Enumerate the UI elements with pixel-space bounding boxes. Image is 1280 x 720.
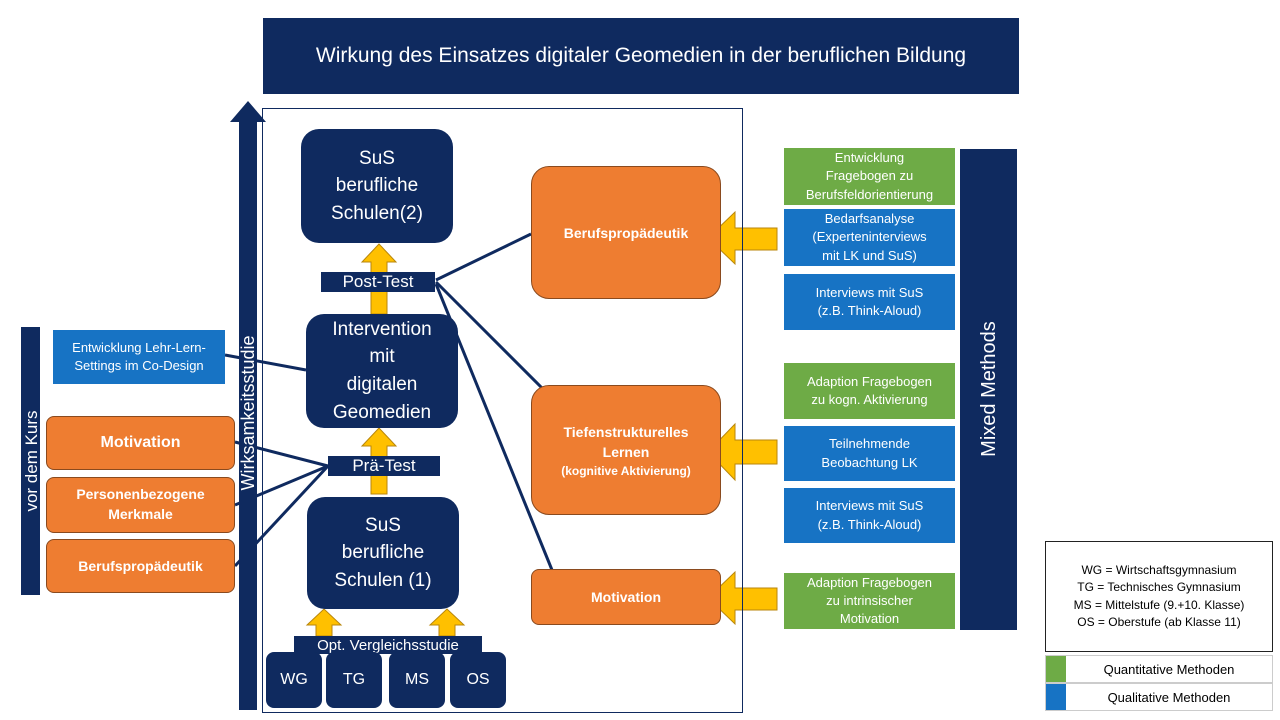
abbreviation-legend: WG = Wirtschaftsgymnasium TG = Technisch…	[1045, 541, 1273, 652]
group-box-tg: TG	[326, 652, 382, 708]
outcome-berufs-box: Berufspropädeutik	[531, 166, 721, 299]
tiefen-subtitle: (kognitive Aktivierung)	[561, 464, 691, 479]
left-berufs-box: Berufspropädeutik	[46, 539, 235, 593]
connector-codesign	[224, 353, 307, 372]
intervention-box: Intervention mit digitalen Geomedien	[306, 314, 458, 428]
method-fragebogen-kogn: Adaption Fragebogen zu kogn. Aktivierung	[784, 363, 955, 419]
method-fragebogen-motivation: Adaption Fragebogen zu intrinsischer Mot…	[784, 573, 955, 629]
legend-quant-label: Quantitative Methoden	[1103, 661, 1235, 677]
method-interviews-1: Interviews mit SuS (z.B. Think-Aloud)	[784, 274, 955, 330]
method-fragebogen-berufsfeld: Entwicklung Fragebogen zu Berufsfeldorie…	[784, 148, 955, 205]
method-beobachtung: Teilnehmende Beobachtung LK	[784, 426, 955, 481]
title-text: Wirkung des Einsatzes digitaler Geomedie…	[315, 44, 967, 67]
legend-qual-swatch	[1046, 684, 1066, 710]
prae-test-label: Prä-Test	[328, 456, 440, 476]
sus1-box: SuS berufliche Schulen (1)	[307, 497, 459, 609]
connector-post-tiefen	[434, 280, 544, 390]
up-arrow-vergleich-right	[428, 608, 466, 637]
group-box-os: OS	[450, 652, 506, 708]
vergleich-label: Opt. Vergleichsstudie	[294, 636, 482, 654]
outcome-tiefen-box: Tiefenstrukturelles Lernen (kognitive Ak…	[531, 385, 721, 515]
personal-traits-box: Personenbezogene Merkmale	[46, 477, 235, 533]
method-bedarfsanalyse: Bedarfsanalyse (Experteninterviews mit L…	[784, 209, 955, 266]
outcome-motivation-box: Motivation	[531, 569, 721, 625]
codesign-box: Entwicklung Lehr-Lern- Settings im Co-De…	[53, 330, 225, 384]
legend-qual-label: Qualitative Methoden	[1107, 689, 1231, 705]
post-test-label: Post-Test	[321, 272, 435, 292]
legend-qual-row: Qualitative Methoden	[1045, 683, 1273, 711]
connector-post-berufs	[435, 232, 532, 282]
legend-quant-row: Quantitative Methoden	[1045, 655, 1273, 683]
mixed-methods-label: Mixed Methods	[977, 321, 1000, 457]
vor-dem-kurs-bar	[21, 327, 40, 595]
title-banner: Wirkung des Einsatzes digitaler Geomedie…	[263, 18, 1019, 94]
up-arrow-vergleich-left	[305, 608, 343, 637]
left-motivation-box: Motivation	[46, 416, 235, 470]
wirksamkeit-label: Wirksamkeitsstudie	[237, 335, 258, 491]
tiefen-title: Tiefenstrukturelles Lernen	[563, 423, 689, 460]
sus2-box: SuS berufliche Schulen(2)	[301, 129, 453, 243]
group-box-wg: WG	[266, 652, 322, 708]
wirksamkeit-arrow	[230, 101, 266, 710]
legend-quant-swatch	[1046, 656, 1066, 682]
vor-dem-kurs-label: vor dem Kurs	[22, 410, 41, 512]
group-box-ms: MS	[389, 652, 445, 708]
mixed-methods-bar	[960, 149, 1017, 630]
study-frame	[262, 108, 743, 713]
method-interviews-2: Interviews mit SuS (z.B. Think-Aloud)	[784, 488, 955, 543]
